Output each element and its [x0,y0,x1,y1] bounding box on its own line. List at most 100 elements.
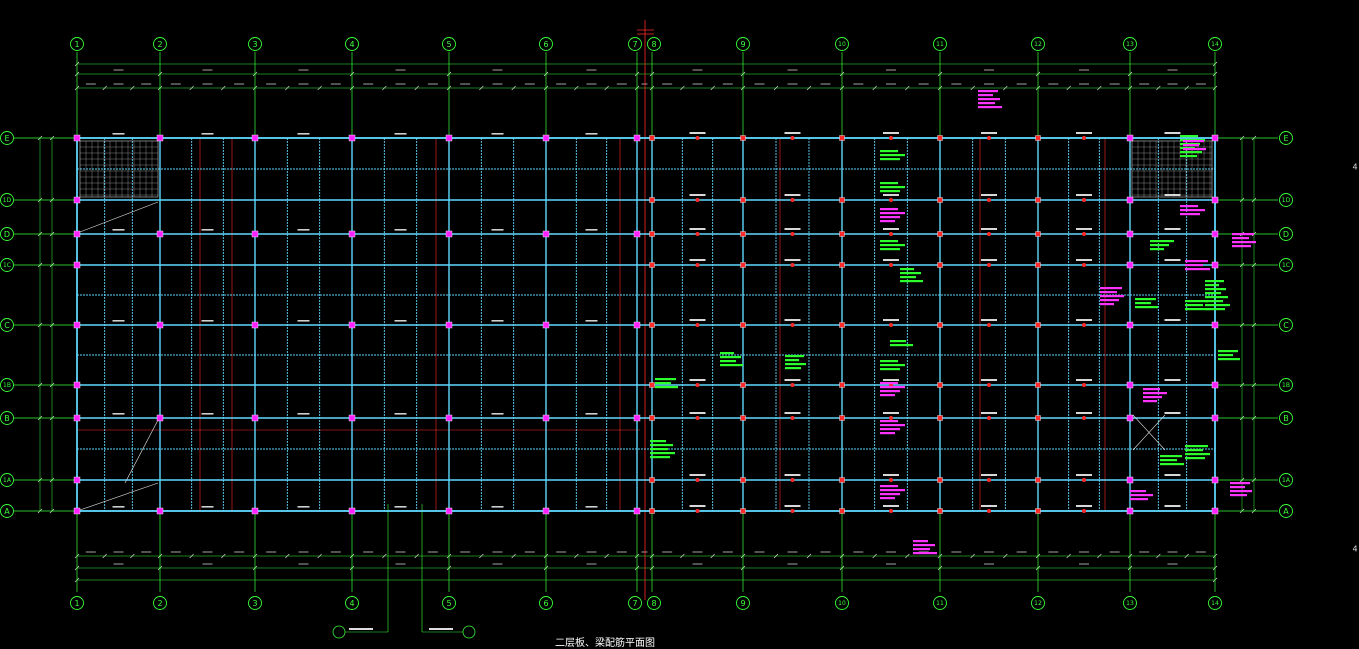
axis-bubble-icon[interactable]: C [1279,318,1293,332]
axis-bubble-icon[interactable]: 9 [736,596,750,610]
column-square-icon [937,382,943,388]
column-square-icon [73,507,81,515]
axis-bubble-icon[interactable]: 7 [628,37,642,51]
edge-mark-top: 4 [1352,163,1357,172]
hatched-slab-right [1131,140,1213,198]
axis-bubble-icon[interactable]: 14 [1208,37,1222,51]
beam-label-mark [1076,228,1092,230]
axis-bubble-icon[interactable]: 3 [248,596,262,610]
axis-bubble-icon[interactable]: 13 [1123,37,1137,51]
beam-label-mark [1164,228,1181,230]
axis-bubble-label: 1C [1282,262,1290,269]
axis-bubble-icon[interactable]: 13 [1123,596,1137,610]
dimension-tick [604,553,609,559]
axis-bubble-icon[interactable]: 2 [153,596,167,610]
axis-bubble-icon[interactable]: 1D [1279,193,1293,207]
axis-bubble-icon[interactable]: 6 [539,596,553,610]
column-square-icon [445,230,453,238]
column-square-icon [649,477,655,483]
axis-bubble-icon[interactable]: 5 [442,596,456,610]
axis-bubble-icon[interactable]: 6 [539,37,553,51]
column-square-icon [1211,321,1219,329]
dimension-tick [479,85,484,91]
column-square-icon [740,262,746,268]
axis-bubble-icon[interactable]: 1C [1279,258,1293,272]
axis-bubble-icon[interactable]: 4 [345,37,359,51]
axis-bubble-icon[interactable]: B [1279,411,1293,425]
axis-bubble-icon[interactable]: 1A [0,473,14,487]
axis-bubble-icon[interactable]: 10 [835,37,849,51]
beam-label-mark [297,506,310,508]
axis-bubble-circle [70,596,84,610]
axis-bubble-label: 4 [349,40,354,49]
axis-bubble-circle [933,596,947,610]
axis-bubble-icon[interactable]: 7 [628,596,642,610]
drawing-title: 二层板、梁配筋平面图 [555,636,655,649]
beam-joint-dot [1082,263,1086,267]
axis-bubble-icon[interactable]: A [0,504,14,518]
axis-bubble-icon[interactable]: D [0,227,14,241]
column-square-icon [937,262,943,268]
axis-bubble-label: C [4,321,10,330]
axis-bubble-circle [1279,318,1293,332]
axis-bubble-icon[interactable]: 11 [933,37,947,51]
column-square-icon [251,134,259,142]
axis-bubble-label: E [1283,134,1288,143]
axis-bubble-icon[interactable]: 3 [248,37,262,51]
beam-joint-dot [889,323,893,327]
axis-bubble-icon[interactable]: 1A [1279,473,1293,487]
beam-joint-dot [695,509,700,513]
axis-bubble-icon[interactable]: 1 [70,37,84,51]
axis-bubble-icon[interactable]: E [0,131,14,145]
beam-label-mark [981,319,997,321]
axis-bubble-icon[interactable]: 14 [1208,596,1222,610]
beam-label-mark [784,132,801,134]
axis-bubble-icon[interactable]: 10 [835,596,849,610]
rebar-note-magenta [978,106,1002,109]
rebar-note-magenta [880,390,900,393]
rebar-note-magenta [1183,140,1204,143]
axis-bubble-circle [539,596,553,610]
rebar-note-magenta [1100,299,1119,302]
axis-bubble-icon[interactable]: 9 [736,37,750,51]
axis-bubble-label: 2 [157,599,162,608]
axis-bubble-icon[interactable]: 1C [0,258,14,272]
column-square-icon [348,321,356,329]
beam-label-mark [585,506,598,508]
dimension-tick [970,85,975,91]
axis-bubble-icon[interactable]: 12 [1031,596,1045,610]
axis-bubble-icon[interactable]: E [1279,131,1293,145]
axis-bubble-icon[interactable]: 1B [1279,378,1293,392]
axis-bubble-icon[interactable]: 2 [153,37,167,51]
column-square-icon [542,414,550,422]
rebar-note-green [1185,308,1210,311]
beam-label-mark [394,320,407,322]
column-square-icon [649,231,655,237]
axis-bubble-icon[interactable]: 4 [345,596,359,610]
axis-bubble-icon[interactable]: 1D [0,193,14,207]
axis-bubble-icon[interactable]: 1 [70,596,84,610]
axis-bubble-label: 11 [936,41,944,48]
axis-bubble-label: D [1283,230,1289,239]
axis-bubble-icon[interactable]: 8 [647,596,661,610]
beam-joint-dot [790,323,795,327]
rebar-note-magenta [978,98,1000,101]
axis-bubble-icon[interactable]: D [1279,227,1293,241]
axis-bubble-icon[interactable]: A [1279,504,1293,518]
axis-bubble-icon[interactable]: 5 [442,37,456,51]
axis-bubble-icon[interactable]: 1B [0,378,14,392]
column-square-icon [740,197,746,203]
axis-bubble-icon[interactable]: 8 [647,37,661,51]
column-square-icon [1211,261,1219,269]
rebar-note-magenta [978,102,995,105]
rebar-note-magenta [1230,494,1247,497]
axis-bubble-icon[interactable]: C [0,318,14,332]
axis-bubble-icon[interactable]: 12 [1031,37,1045,51]
axis-bubble-circle [736,596,750,610]
axis-bubble-icon[interactable]: 11 [933,596,947,610]
beam-label-mark [689,474,706,476]
axis-bubble-icon[interactable]: B [0,411,14,425]
rebar-note-green [1205,300,1223,303]
